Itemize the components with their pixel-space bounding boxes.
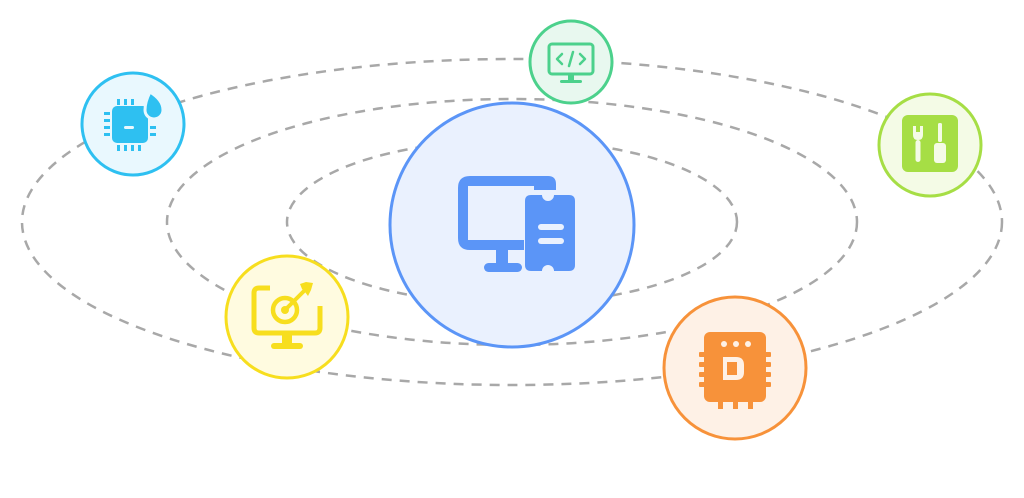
wrench-screwdriver-icon: [902, 115, 958, 172]
monitor-with-ticket-icon: [458, 176, 575, 272]
middle-orbit: [165, 97, 859, 347]
code-monitor-icon: [547, 42, 595, 83]
target-monitor-icon: [251, 282, 323, 349]
cpu-chip-icon: [104, 89, 165, 151]
outer-orbit: [20, 57, 1004, 387]
code-monitor-node: [528, 19, 614, 105]
circuit-board-icon: [699, 332, 771, 409]
center-node: [388, 101, 636, 349]
tools-node: [877, 92, 983, 198]
cpu-cloud-node: [80, 71, 186, 177]
circuit-board-node: [662, 295, 808, 441]
target-monitor-node: [224, 254, 350, 380]
